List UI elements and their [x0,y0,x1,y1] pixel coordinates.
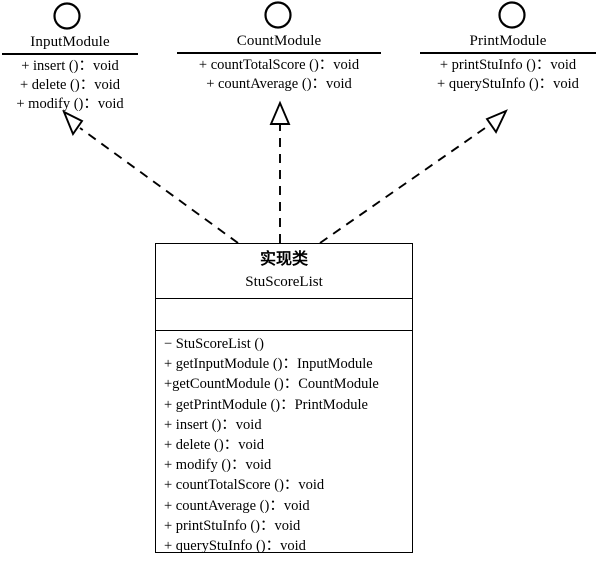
class-operation-item: + printStuInfo ()：void [164,517,301,534]
class-operation-item: + delete ()：void [164,437,264,454]
interface-inputmodule[interactable]: InputModule + insert ()：void + delete ()… [2,32,138,114]
class-operation-item: + queryStuInfo ()：void [164,538,306,555]
realization-edge-inputmodule [62,110,239,244]
interface-operations-inputmodule: + insert ()：void + delete ()：void + modi… [2,55,138,114]
operation-item: + countTotalScore ()：void [198,57,360,73]
hollow-triangle-arrowhead-inputmodule [62,110,84,136]
interface-countmodule[interactable]: CountModule + countTotalScore ()：void + … [177,31,381,94]
lollipop-circle-icon-inputmodule [53,2,81,30]
class-stereotype: 实现类 [259,249,308,268]
interface-divider-printmodule [420,52,596,54]
lollipop-circle-icon-countmodule [264,1,292,29]
class-operations-compartment: − StuScoreList () + getInputModule ()：In… [156,331,412,556]
realization-line-inputmodule [79,127,239,244]
operation-item: + delete ()：void [20,77,120,93]
class-operation-item: + countAverage ()：void [164,497,310,514]
class-name: StuScoreList [245,274,323,290]
interface-printmodule[interactable]: PrintModule + printStuInfo ()：void + que… [420,31,596,94]
interface-name-printmodule: PrintModule [469,33,547,49]
operation-item: + queryStuInfo ()：void [437,76,579,92]
operation-item: + modify ()：void [16,96,124,112]
class-box-stuscorelist[interactable]: 实现类 StuScoreList − StuScoreList () + get… [155,243,413,556]
lollipop-circle-icon-printmodule [498,1,526,29]
operation-item: + printStuInfo ()：void [439,57,577,73]
interface-divider-countmodule [177,52,381,54]
interface-name-inputmodule: InputModule [30,34,110,50]
class-operation-item: + getInputModule ()：InputModule [164,356,373,373]
class-operation-item: +getCountModule ()：CountModule [164,376,379,393]
interface-divider-inputmodule [2,53,138,55]
realization-edge-countmodule [269,100,291,243]
interface-operations-printmodule: + printStuInfo ()：void + queryStuInfo ()… [420,54,596,94]
operation-item: + insert ()：void [21,58,119,74]
interface-operations-countmodule: + countTotalScore ()：void + countAverage… [177,54,381,94]
class-operation-item: + insert ()：void [164,416,262,433]
class-attributes-compartment [156,299,412,331]
class-operation-item: + modify ()：void [164,457,272,474]
realization-edge-printmodule [319,109,508,244]
interface-name-countmodule: CountModule [236,33,322,49]
hollow-triangle-arrowhead-countmodule [269,100,291,125]
class-header: 实现类 StuScoreList [156,244,412,299]
realization-line-printmodule [319,125,489,244]
hollow-triangle-arrowhead-printmodule [485,109,508,134]
class-operation-item: − StuScoreList () [164,336,264,352]
class-operation-item: + getPrintModule ()：PrintModule [164,396,368,413]
operation-item: + countAverage ()：void [206,76,352,92]
class-operation-item: + countTotalScore ()：void [164,477,325,494]
